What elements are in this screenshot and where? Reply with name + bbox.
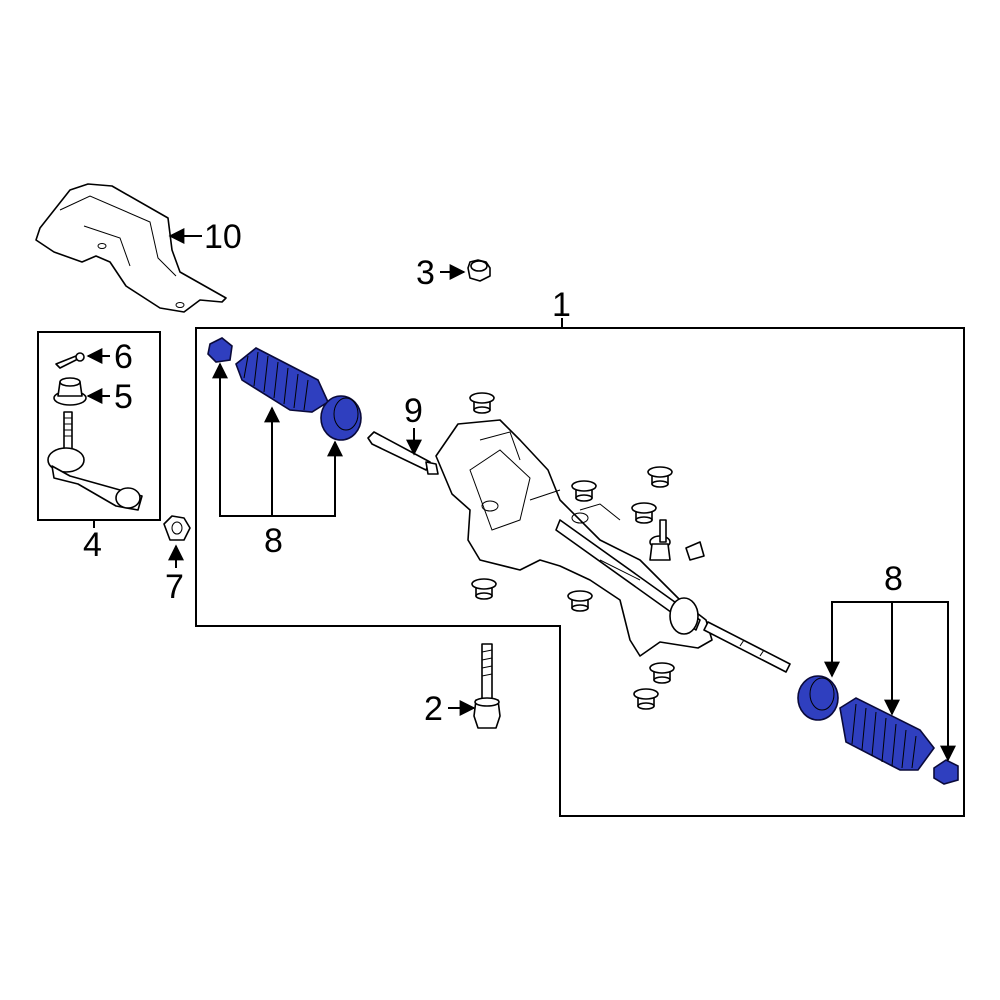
callout-7[interactable]: 7 (165, 568, 184, 606)
callout-leader-8-left (219, 378, 336, 517)
bushing-cap-8 (633, 688, 659, 710)
callout-6[interactable]: 6 (114, 338, 133, 376)
bushing-cap-7 (649, 662, 675, 684)
left-bellows-boot (235, 347, 330, 413)
bushing-cap-3 (571, 480, 597, 502)
callout-9[interactable]: 9 (404, 392, 423, 430)
bolt-part (473, 643, 501, 729)
right-bellows-boot (839, 697, 936, 771)
right-clamp-large (797, 675, 839, 721)
callout-1[interactable]: 1 (552, 286, 571, 324)
steering-rack-part (435, 419, 713, 657)
heat-shield-part (35, 183, 227, 313)
callout-leader-8-right (831, 601, 949, 752)
tie-rod-end-part (47, 411, 143, 511)
bushing-cap-4 (631, 502, 657, 524)
nut-part-7 (163, 515, 191, 541)
callout-8-left[interactable]: 8 (264, 522, 283, 560)
bushing-cap-6 (567, 590, 593, 612)
left-clamp-small (207, 337, 233, 363)
callout-2[interactable]: 2 (424, 690, 443, 728)
left-boot-kit-part (207, 337, 362, 441)
bushing-cap-5 (471, 578, 497, 600)
callout-10[interactable]: 10 (204, 218, 242, 256)
castle-nut-part (53, 377, 87, 406)
right-boot-kit-part (797, 675, 959, 785)
inner-tie-rod-right (703, 621, 791, 673)
tie-rod-end-box (37, 331, 161, 521)
callout-5[interactable]: 5 (114, 378, 133, 416)
right-clamp-small (933, 759, 959, 785)
nut-part-3 (467, 259, 491, 282)
bushing-cap-2 (647, 466, 673, 488)
callout-8-right[interactable]: 8 (884, 560, 903, 598)
cotter-pin-part (55, 352, 85, 369)
callout-4[interactable]: 4 (83, 526, 102, 564)
inner-tie-rod-part (367, 431, 439, 475)
assembly-outline (195, 327, 965, 817)
bushing-cap-1 (469, 392, 495, 414)
callout-3[interactable]: 3 (416, 254, 435, 292)
